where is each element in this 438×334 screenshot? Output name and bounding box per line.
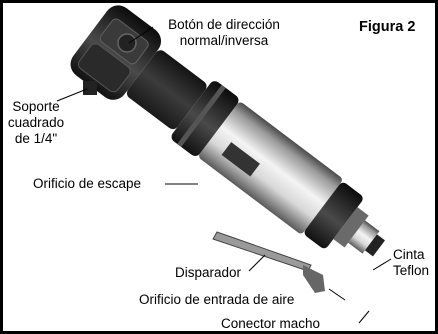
exhaust-label: Orificio de escape (33, 176, 142, 191)
air-inlet-label: Orificio de entrada de aire (139, 292, 295, 307)
direction-button-label: Botón de dirección normal/inversa (149, 17, 299, 49)
trigger-lever (212, 231, 312, 272)
square-drive-line-2: cuadrado (7, 115, 65, 130)
direction-knob (117, 33, 137, 53)
square-drive-line-3: de 1/4" (14, 131, 58, 146)
ratchet-body (70, 5, 385, 257)
square-drive-line-1: Soporte (12, 99, 60, 114)
leader-lines (56, 26, 392, 324)
male-connector-label: Conector macho (221, 316, 321, 331)
square-drive-post (83, 81, 97, 95)
air-ratchet-illustration (56, 5, 392, 324)
teflon-tape-line-2: Teflon (393, 263, 430, 278)
trigger-pivot (303, 265, 325, 293)
direction-button-line-2: normal/inversa (179, 33, 269, 48)
direction-button-line-1: Botón de dirección (168, 17, 280, 32)
teflon-tape-label: Cinta Teflon (393, 247, 429, 279)
figure-label: Figura 2 (359, 19, 416, 35)
teflon-tape-line-1: Cinta (393, 247, 425, 262)
trigger-label: Disparador (175, 265, 242, 280)
square-drive-label: Soporte cuadrado de 1/4" (7, 99, 65, 147)
